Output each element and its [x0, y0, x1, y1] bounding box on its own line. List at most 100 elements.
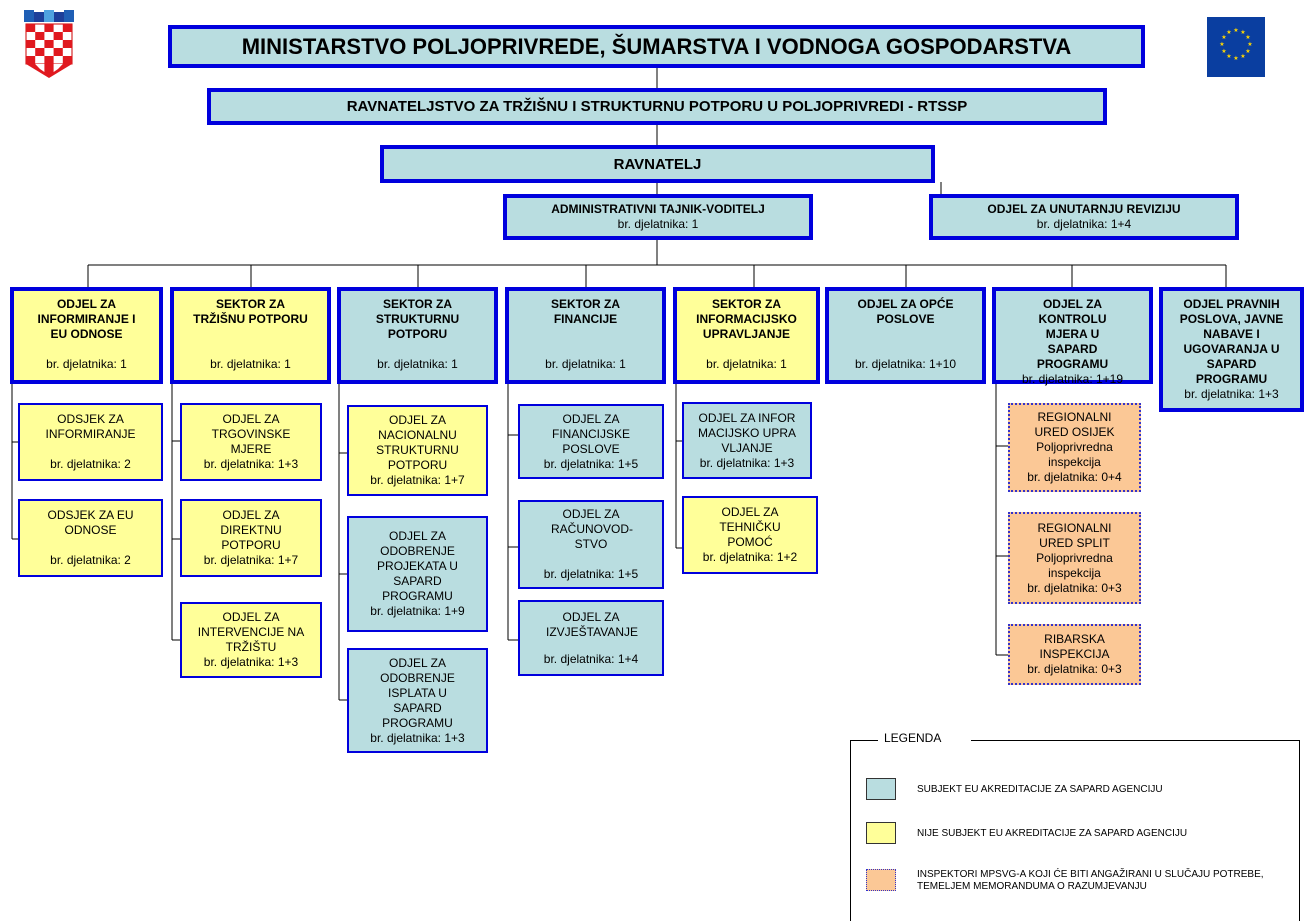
department-employees: br. djelatnika: 1+3 [1184, 387, 1279, 401]
department-box: ODJEL PRAVNIH POSLOVA, JAVNE NABAVE I UG… [1159, 287, 1304, 412]
subunit-employees: br. djelatnika: 2 [50, 553, 131, 567]
subunit-box: ODSJEK ZA INFORMIRANJE br. djelatnika: 2 [18, 403, 163, 481]
subunit-employees: br. djelatnika: 1+3 [370, 730, 465, 745]
directorate-title: RAVNATELJSTVO ZA TRŽIŠNU I STRUKTURNU PO… [346, 98, 968, 115]
department-name: ODJEL PRAVNIH POSLOVA, JAVNE NABAVE I UG… [1179, 297, 1284, 386]
subunit-box: ODJEL ZA INFORMACIJSKO UPRAVLJANJE br. d… [682, 402, 812, 479]
subunit-employees: br. djelatnika: 0+4 [1027, 470, 1122, 484]
director-box: RAVNATELJ [380, 145, 935, 183]
subunit-box: ODJEL ZA TRGOVINSKE MJERE br. djelatnika… [180, 403, 322, 481]
admin-secretary-name: ADMINISTRATIVNI TAJNIK-VODITELJ [551, 202, 765, 216]
svg-text:★: ★ [1245, 34, 1250, 41]
legend-box [850, 740, 1300, 921]
legend-swatch-accredited [866, 778, 896, 800]
department-employees: br. djelatnika: 1 [706, 357, 787, 371]
department-name: ODJEL ZA INFORMIRANJE I EU ODNOSE [37, 297, 136, 341]
subunit-employees: br. djelatnika: 1+7 [370, 473, 465, 487]
subunit-box: ODJEL ZA RAČUNOVOD-STVO br. djelatnika: … [518, 500, 664, 589]
svg-text:★: ★ [1221, 48, 1226, 55]
legend-text-not-accredited: NIJE SUBJEKT EU AKREDITACIJE ZA SAPARD A… [917, 828, 1188, 839]
subunit-employees: br. djelatnika: 1+5 [543, 567, 639, 581]
subunit-box: ODJEL ZA FINANCIJSKE POSLOVE br. djelatn… [518, 404, 664, 479]
svg-text:★: ★ [1245, 48, 1250, 55]
subunit-name: ODJEL ZA DIREKTNU POTPORU [220, 508, 282, 552]
subunit-employees: br. djelatnika: 1+5 [543, 456, 639, 471]
subunit-name: ODSJEK ZA INFORMIRANJE [45, 412, 136, 441]
subunit-box: ODJEL ZA ODOBRENJE ISPLATA U SAPARD PROG… [347, 648, 488, 753]
subunit-name: ODJEL ZA RAČUNOVOD-STVO [551, 507, 634, 551]
subunit-box: REGIONALNI URED OSIJEK Poljoprivredna in… [1008, 403, 1141, 492]
subunit-name: ODJEL ZA TRGOVINSKE MJERE [211, 412, 291, 456]
department-box: ODJEL ZA INFORMIRANJE I EU ODNOSE br. dj… [10, 287, 163, 384]
subunit-box: ODJEL ZA DIREKTNU POTPORU br. djelatnika… [180, 499, 322, 577]
legend-text-accredited: SUBJEKT EU AKREDITACIJE ZA SAPARD AGENCI… [917, 784, 1163, 795]
department-box: ODJEL ZA OPĆE POSLOVE br. djelatnika: 1+… [825, 287, 986, 384]
subunit-box: ODJEL ZA TEHNIČKU POMOĆ br. djelatnika: … [682, 496, 818, 574]
director-title: RAVNATELJ [613, 155, 702, 173]
department-employees: br. djelatnika: 1 [46, 357, 127, 371]
subunit-employees: br. djelatnika: 0+3 [1027, 580, 1122, 595]
department-box: SEKTOR ZA FINANCIJE br. djelatnika: 1 [505, 287, 666, 384]
admin-secretary-box: ADMINISTRATIVNI TAJNIK-VODITELJ br. djel… [503, 194, 813, 240]
directorate-box: RAVNATELJSTVO ZA TRŽIŠNU I STRUKTURNU PO… [207, 88, 1107, 125]
svg-text:★: ★ [1240, 29, 1245, 36]
ministry-title: MINISTARSTVO POLJOPRIVREDE, ŠUMARSTVA I … [241, 33, 1072, 59]
subunit-employees: br. djelatnika: 1+2 [702, 550, 798, 564]
subunit-employees: br. djelatnika: 0+3 [1027, 662, 1122, 676]
department-name: SEKTOR ZA STRUKTURNU POTPORU [375, 297, 460, 341]
subunit-name: ODJEL ZA IZVJEŠTAVANJE [546, 609, 639, 639]
subunit-box: ODJEL ZA NACIONALNU STRUKTURNU POTPORU b… [347, 405, 488, 496]
internal-audit-name: ODJEL ZA UNUTARNJU REVIZIJU [987, 202, 1181, 216]
subunit-box: ODSJEK ZA EU ODNOSE br. djelatnika: 2 [18, 499, 163, 577]
subunit-employees: br. djelatnika: 1+9 [370, 604, 465, 618]
subunit-employees: br. djelatnika: 2 [50, 457, 131, 471]
ministry-box: MINISTARSTVO POLJOPRIVREDE, ŠUMARSTVA I … [168, 25, 1145, 68]
department-name: SEKTOR ZA FINANCIJE [550, 297, 621, 326]
department-employees: br. djelatnika: 1+19 [1021, 372, 1124, 386]
subunit-box: RIBARSKA INSPEKCIJA br. djelatnika: 0+3 [1008, 624, 1141, 685]
subunit-box: ODJEL ZA IZVJEŠTAVANJE br. djelatnika: 1… [518, 600, 664, 676]
subunit-name: ODSJEK ZA EU ODNOSE [47, 508, 134, 537]
subunit-name: ODJEL ZA INFORMACIJSKO UPRAVLJANJE [697, 410, 796, 455]
department-box: SEKTOR ZA TRŽIŠNU POTPORU br. djelatnika… [170, 287, 331, 384]
svg-text:★: ★ [1240, 53, 1245, 60]
department-box: SEKTOR ZA STRUKTURNU POTPORU br. djelatn… [337, 287, 498, 384]
department-employees: br. djelatnika: 1 [377, 357, 458, 371]
svg-text:★: ★ [1233, 27, 1238, 34]
croatian-coat-of-arms-icon [24, 10, 74, 78]
svg-text:★: ★ [1226, 29, 1231, 36]
department-name: SEKTOR ZA INFORMACIJSKO UPRAVLJANJE [696, 297, 797, 341]
subunit-name: ODJEL ZA INTERVENCIJE NA TRŽIŠTU [197, 610, 305, 654]
internal-audit-employees: br. djelatnika: 1+4 [1036, 217, 1132, 231]
subunit-name: ODJEL ZA ODOBRENJE PROJEKATA U SAPARD PR… [377, 529, 458, 603]
legend-title: LEGENDA [878, 731, 972, 745]
subunit-name: ODJEL ZA TEHNIČKU POMOĆ [719, 505, 781, 549]
department-employees: br. djelatnika: 1 [545, 357, 626, 371]
subunit-employees: br. djelatnika: 1+3 [699, 455, 795, 470]
subunit-name: REGIONALNI URED OSIJEK Poljoprivredna in… [1034, 410, 1115, 469]
subunit-employees: br. djelatnika: 1+3 [203, 655, 299, 669]
department-employees: br. djelatnika: 1+10 [854, 357, 957, 371]
svg-text:★: ★ [1247, 41, 1252, 48]
department-name: ODJEL ZA KONTROLU MJERA U SAPARD PROGRAM… [1036, 297, 1109, 371]
department-name: SEKTOR ZA TRŽIŠNU POTPORU [193, 297, 308, 326]
internal-audit-box: ODJEL ZA UNUTARNJU REVIZIJU br. djelatni… [929, 194, 1239, 240]
subunit-name: ODJEL ZA NACIONALNU STRUKTURNU POTPORU [376, 413, 459, 472]
department-name: ODJEL ZA OPĆE POSLOVE [857, 297, 954, 326]
legend-swatch-not-accredited [866, 822, 896, 844]
eu-flag-icon: ★★★ ★★★ ★★★ ★★★ [1207, 17, 1265, 77]
svg-text:★: ★ [1226, 53, 1231, 60]
subunit-name: REGIONALNI URED SPLIT Poljoprivredna ins… [1036, 520, 1113, 580]
admin-secretary-employees: br. djelatnika: 1 [617, 217, 699, 231]
legend-text-inspectors: INSPEKTORI MPSVG-A KOJI ĆE BITI ANGAŽIRA… [917, 869, 1264, 892]
subunit-employees: br. djelatnika: 1+3 [203, 457, 299, 471]
svg-text:★: ★ [1221, 34, 1226, 41]
svg-text:★: ★ [1219, 41, 1224, 48]
subunit-box: REGIONALNI URED SPLIT Poljoprivredna ins… [1008, 512, 1141, 604]
department-box: SEKTOR ZA INFORMACIJSKO UPRAVLJANJE br. … [673, 287, 820, 384]
svg-text:★: ★ [1233, 55, 1238, 62]
legend-swatch-inspectors [866, 869, 896, 891]
subunit-name: ODJEL ZA FINANCIJSKE POSLOVE [551, 411, 630, 456]
subunit-employees: br. djelatnika: 1+7 [203, 553, 299, 567]
